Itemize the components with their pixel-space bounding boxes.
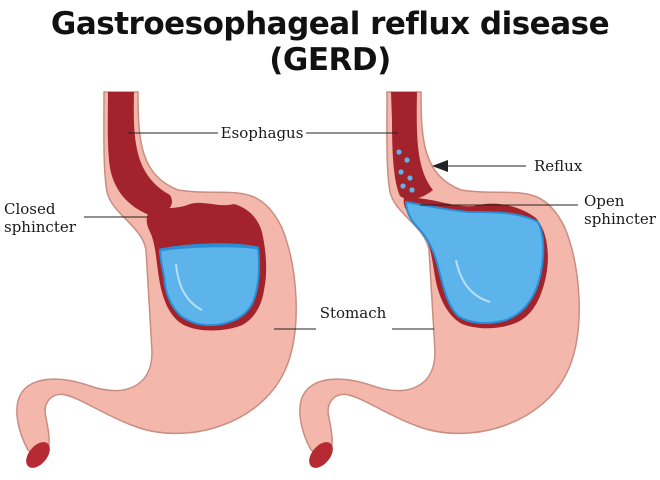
reflux-droplet bbox=[407, 175, 413, 181]
normal-stomach-panel bbox=[16, 91, 297, 468]
reflux-droplet bbox=[398, 169, 404, 175]
reflux-droplet bbox=[396, 149, 402, 155]
open-sphincter-label-line2: sphincter bbox=[584, 210, 657, 228]
closed-sphincter-label-line2: sphincter bbox=[4, 218, 77, 236]
normal-pylorus bbox=[26, 442, 50, 468]
page-title: Gastroesophageal reflux disease (GERD) bbox=[50, 6, 610, 78]
reflux-droplet bbox=[404, 157, 410, 163]
normal-esophagus-lining bbox=[107, 92, 172, 216]
closed-sphincter-label-line1: Closed bbox=[4, 200, 56, 218]
gerd-stomach-acid bbox=[404, 200, 545, 325]
reflux-droplet bbox=[400, 183, 406, 189]
normal-acid-highlight bbox=[175, 263, 203, 311]
stomach-label: Stomach bbox=[320, 304, 387, 322]
normal-acid-surface bbox=[159, 243, 259, 252]
gerd-esophagus-lining bbox=[391, 92, 433, 200]
open-sphincter-label-line1: Open bbox=[584, 192, 625, 210]
gerd-acid-highlight bbox=[455, 259, 491, 303]
reflux-droplet bbox=[409, 187, 415, 193]
reflux-label: Reflux bbox=[534, 157, 583, 175]
gerd-stomach-panel bbox=[299, 91, 580, 468]
normal-stomach-outer bbox=[16, 91, 297, 462]
esophagus-label: Esophagus bbox=[221, 124, 304, 142]
arrow-left-icon bbox=[432, 160, 526, 172]
gerd-pylorus bbox=[309, 442, 333, 468]
